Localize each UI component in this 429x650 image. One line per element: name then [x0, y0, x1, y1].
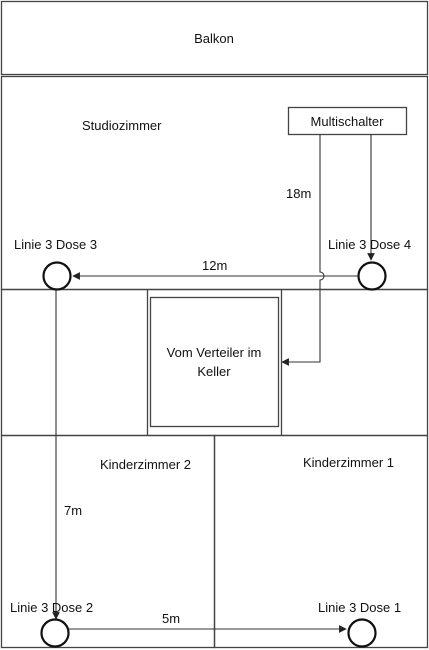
middle-band — [0, 288, 429, 437]
dose-3-label: Linie 3 Dose 3 — [14, 237, 97, 252]
balkon-room — [0, 0, 429, 76]
distributor-label-line2: Keller — [197, 364, 231, 379]
multiswitch-label: Multischalter — [311, 114, 385, 129]
dose-2-label: Linie 3 Dose 2 — [10, 600, 93, 615]
vertical-run-distance-label: 7m — [64, 503, 82, 518]
kinderzimmer-1-room — [213, 434, 429, 649]
distributor-box — [149, 296, 280, 428]
outlet-dose-3 — [42, 261, 72, 291]
outlet-dose-4 — [357, 261, 387, 291]
multiswitch-box — [287, 106, 408, 136]
dose-4-label: Linie 3 Dose 4 — [328, 237, 411, 252]
kinderzimmer-2-label: Kinderzimmer 2 — [100, 457, 191, 472]
dose-1-label: Linie 3 Dose 1 — [318, 600, 401, 615]
riser-distance-label: 18m — [286, 186, 311, 201]
distributor-label-line1: Vom Verteiler im — [167, 345, 262, 360]
balkon-label: Balkon — [194, 31, 234, 46]
riser-cable — [281, 134, 325, 366]
outlet-dose-2 — [40, 618, 70, 648]
bottom-run-distance-label: 5m — [162, 611, 180, 626]
studio-run-distance-label: 12m — [202, 258, 227, 273]
kinderzimmer-1-label: Kinderzimmer 1 — [303, 455, 394, 470]
studiozimmer-label: Studiozimmer — [82, 118, 162, 133]
outlet-dose-1 — [347, 618, 377, 648]
